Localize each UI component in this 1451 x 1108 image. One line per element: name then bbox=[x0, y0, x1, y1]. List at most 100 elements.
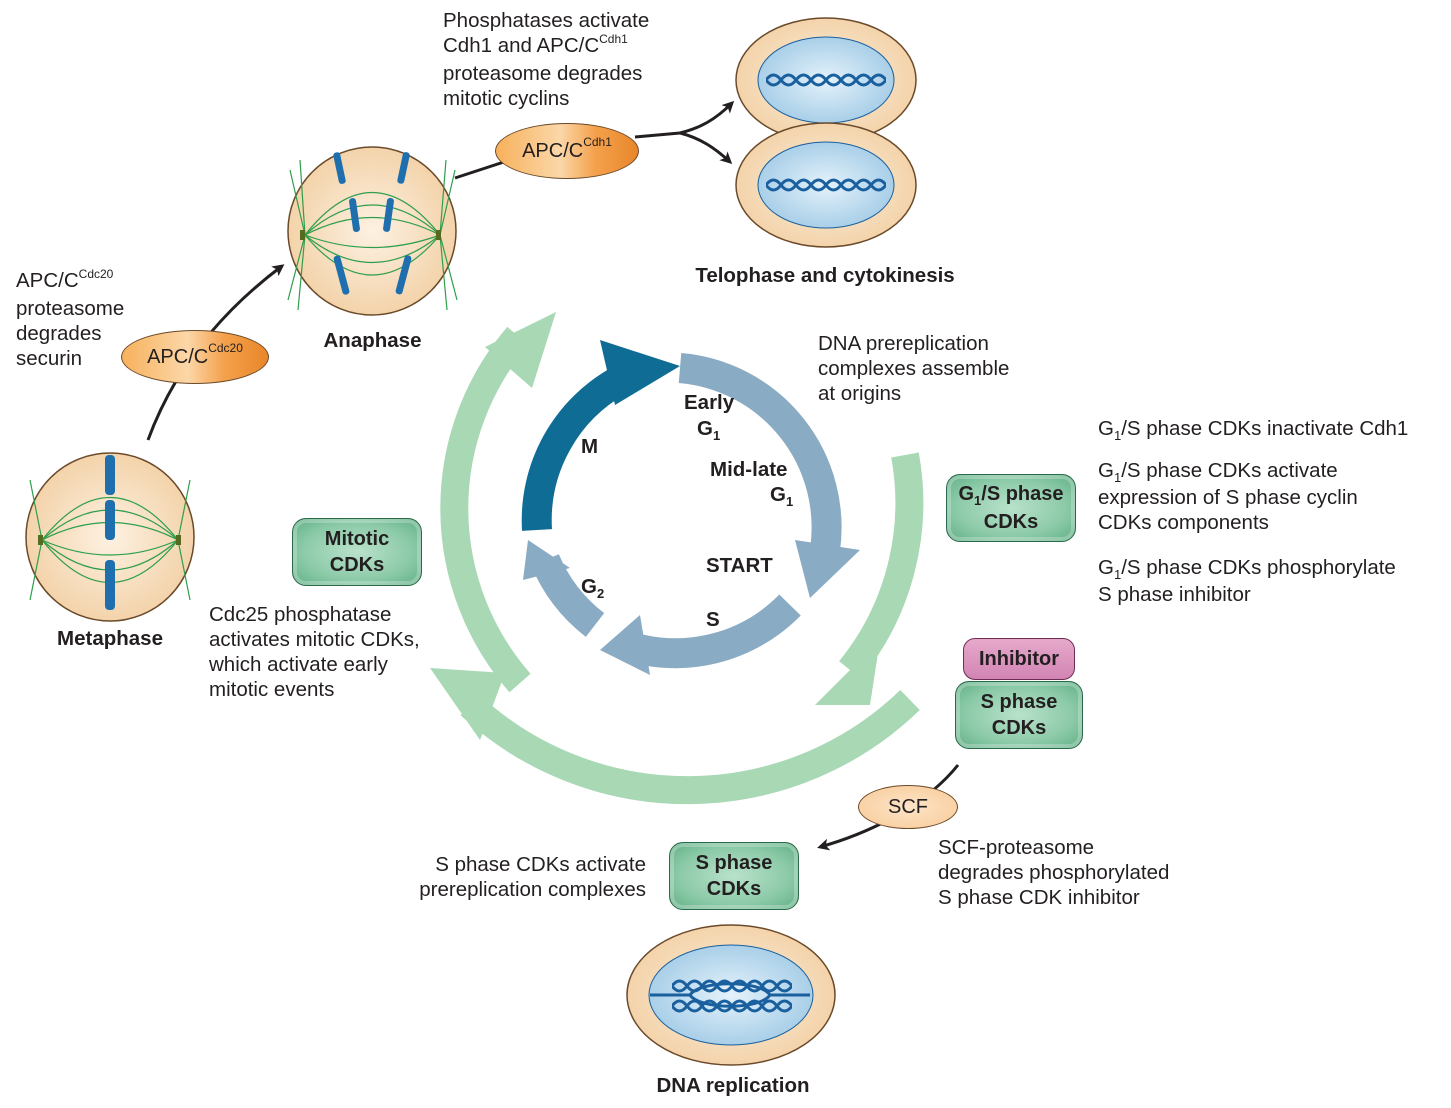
g1s-box-line1: /S phase bbox=[981, 483, 1064, 505]
cycle-arrowhead-g2 bbox=[600, 615, 650, 675]
apc-cdc20-sup: Cdc20 bbox=[208, 341, 243, 355]
s-phase-note-line1: S phase CDKs activate bbox=[435, 853, 646, 876]
metaphase-cell bbox=[25, 452, 195, 622]
dna-prereplication-note: DNA prereplication complexes assemble at… bbox=[818, 331, 1009, 406]
top-note-line4: mitotic cyclins bbox=[443, 87, 570, 110]
scf-note-line3: S phase CDK inhibitor bbox=[938, 886, 1140, 909]
cycle-label-start: START bbox=[706, 554, 773, 577]
telophase-cell-top bbox=[735, 17, 917, 143]
g1s-note-2-line3: CDKs components bbox=[1098, 511, 1269, 534]
cycle-label-s: S bbox=[706, 608, 720, 631]
dna-replication-label: DNA replication bbox=[656, 1074, 810, 1097]
dna-prerep-line1: DNA prereplication bbox=[818, 332, 989, 355]
cycle-label-g1-mid: G1 bbox=[770, 482, 793, 510]
inhibitor-box: Inhibitor bbox=[963, 638, 1075, 680]
arrow-to-telophase-bottom bbox=[679, 131, 733, 165]
dna-prerep-line3: at origins bbox=[818, 382, 902, 405]
top-note-line2-text: Cdh1 and APC/C bbox=[443, 34, 600, 57]
outer-green-arrows bbox=[430, 312, 924, 805]
g1s-note-1-text: /S phase CDKs inactivate Cdh1 bbox=[1121, 417, 1409, 440]
g1s-box-sub: 1 bbox=[974, 493, 982, 508]
metaphase-label: Metaphase bbox=[57, 627, 163, 650]
cycle-g1-mid-sub: 1 bbox=[785, 494, 794, 509]
g1s-note-3-text: /S phase CDKs phosphorylate bbox=[1121, 556, 1396, 579]
cycle-arc-m bbox=[521, 366, 628, 531]
telophase-label: Telophase and cytokinesis bbox=[695, 264, 955, 287]
s-phase-lower-line1: S phase bbox=[695, 852, 773, 874]
top-note-line3: proteasome degrades bbox=[443, 62, 643, 85]
g1s-note-1: G1/S phase CDKs inactivate Cdh1 bbox=[1098, 416, 1408, 443]
scf-note: SCF-proteasome degrades phosphorylated S… bbox=[938, 835, 1169, 910]
cycle-label-mid-late: Mid-late bbox=[710, 458, 788, 481]
top-note-line2: Cdh1 and APC/CCdh1 bbox=[443, 32, 649, 61]
cycle-label-m: M bbox=[581, 435, 599, 458]
g1s-note-1-sub: 1 bbox=[1113, 428, 1122, 443]
mitotic-cdks-box: Mitotic CDKs bbox=[292, 518, 422, 586]
s-phase-box-line1: S phase bbox=[980, 691, 1058, 713]
telophase-cell-bottom bbox=[735, 122, 917, 248]
anaphase-label: Anaphase bbox=[323, 329, 422, 352]
g1s-phase-cdks-box: G1/S phase CDKs bbox=[946, 474, 1076, 542]
s-phase-lower-line2: CDKs bbox=[706, 878, 762, 900]
cdc25-note-line2: activates mitotic CDKs, bbox=[209, 628, 420, 651]
mitotic-box-line1: Mitotic bbox=[324, 528, 390, 550]
green-arrowhead-upper bbox=[485, 312, 556, 388]
scf-note-line2: degrades phosphorylated bbox=[938, 861, 1170, 884]
cycle-g2-letter: G bbox=[581, 575, 597, 598]
g1s-note-2-g: G bbox=[1098, 459, 1114, 482]
green-arrowhead-bottom bbox=[430, 668, 505, 740]
arrow-anaphase-to-apc bbox=[454, 158, 511, 180]
g1s-note-2-sub: 1 bbox=[1113, 470, 1122, 485]
g1s-note-2-line2: expression of S phase cyclin bbox=[1098, 486, 1358, 509]
cdc25-note: Cdc25 phosphatase activates mitotic CDKs… bbox=[209, 602, 420, 702]
top-note: Phosphatases activate Cdh1 and APC/CCdh1… bbox=[443, 8, 649, 111]
s-phase-note-line2: prereplication complexes bbox=[419, 878, 646, 901]
cycle-g1-early-sub: 1 bbox=[712, 428, 721, 443]
s-phase-box-line2: CDKs bbox=[991, 717, 1047, 739]
arrow-to-telophase-top bbox=[679, 100, 735, 135]
cycle-arc-s-g2 bbox=[620, 594, 801, 669]
cell-cycle-ring bbox=[521, 340, 860, 675]
g1s-note-1-g: G bbox=[1098, 417, 1114, 440]
cycle-label-early: Early bbox=[684, 391, 735, 414]
scf-oval: SCF bbox=[858, 785, 958, 829]
g1s-note-2: G1/S phase CDKs activate expression of S… bbox=[1098, 458, 1358, 535]
apc-cdc20-label: APC/C bbox=[147, 345, 209, 368]
mitotic-box-line2: CDKs bbox=[329, 554, 385, 576]
g1s-note-3-sub: 1 bbox=[1113, 567, 1122, 582]
s-phase-cdks-box: S phase CDKs bbox=[955, 681, 1083, 749]
g1s-note-3-line2: S phase inhibitor bbox=[1098, 583, 1251, 606]
cdc25-note-line3: which activate early bbox=[209, 653, 388, 676]
left-note-line2: proteasome bbox=[16, 297, 125, 320]
g1s-note-3-g: G bbox=[1098, 556, 1114, 579]
top-note-line2-sup: Cdh1 bbox=[599, 32, 628, 46]
cycle-g1-early-letter: G bbox=[697, 417, 713, 440]
top-note-line1: Phosphatases activate bbox=[443, 9, 650, 32]
cdc25-note-line4: mitotic events bbox=[209, 678, 335, 701]
green-arc-upper bbox=[440, 326, 531, 693]
cycle-arrowhead-start bbox=[795, 540, 860, 598]
g1s-box-line2: CDKs bbox=[983, 511, 1039, 533]
scf-note-line1: SCF-proteasome bbox=[938, 836, 1095, 859]
left-note-line3: degrades bbox=[16, 322, 102, 345]
green-arc-right bbox=[839, 452, 924, 679]
cdc25-note-line1: Cdc25 phosphatase bbox=[209, 603, 392, 626]
cycle-label-g1-early: G1 bbox=[697, 416, 720, 444]
cycle-label-g2: G2 bbox=[581, 574, 604, 602]
cycle-arrowhead-m-entry bbox=[523, 540, 570, 580]
apc-cdh1-sup: Cdh1 bbox=[583, 135, 612, 149]
left-note-line1: APC/CCdc20 bbox=[16, 267, 124, 296]
left-note-line1-sup: Cdc20 bbox=[78, 267, 114, 281]
left-note-line4: securin bbox=[16, 347, 83, 370]
arrow-apc-to-split bbox=[634, 131, 681, 139]
apc-cdh1-label: APC/C bbox=[522, 139, 584, 162]
left-note: APC/CCdc20 proteasome degrades securin bbox=[16, 267, 125, 371]
cycle-arrowhead-m bbox=[600, 340, 680, 405]
cycle-g2-sub: 2 bbox=[596, 586, 605, 601]
g1s-note-2-text: /S phase CDKs activate bbox=[1121, 459, 1338, 482]
s-phase-cdks-box-lower: S phase CDKs bbox=[669, 842, 799, 910]
g1s-note-3: G1/S phase CDKs phosphorylate S phase in… bbox=[1098, 555, 1396, 607]
